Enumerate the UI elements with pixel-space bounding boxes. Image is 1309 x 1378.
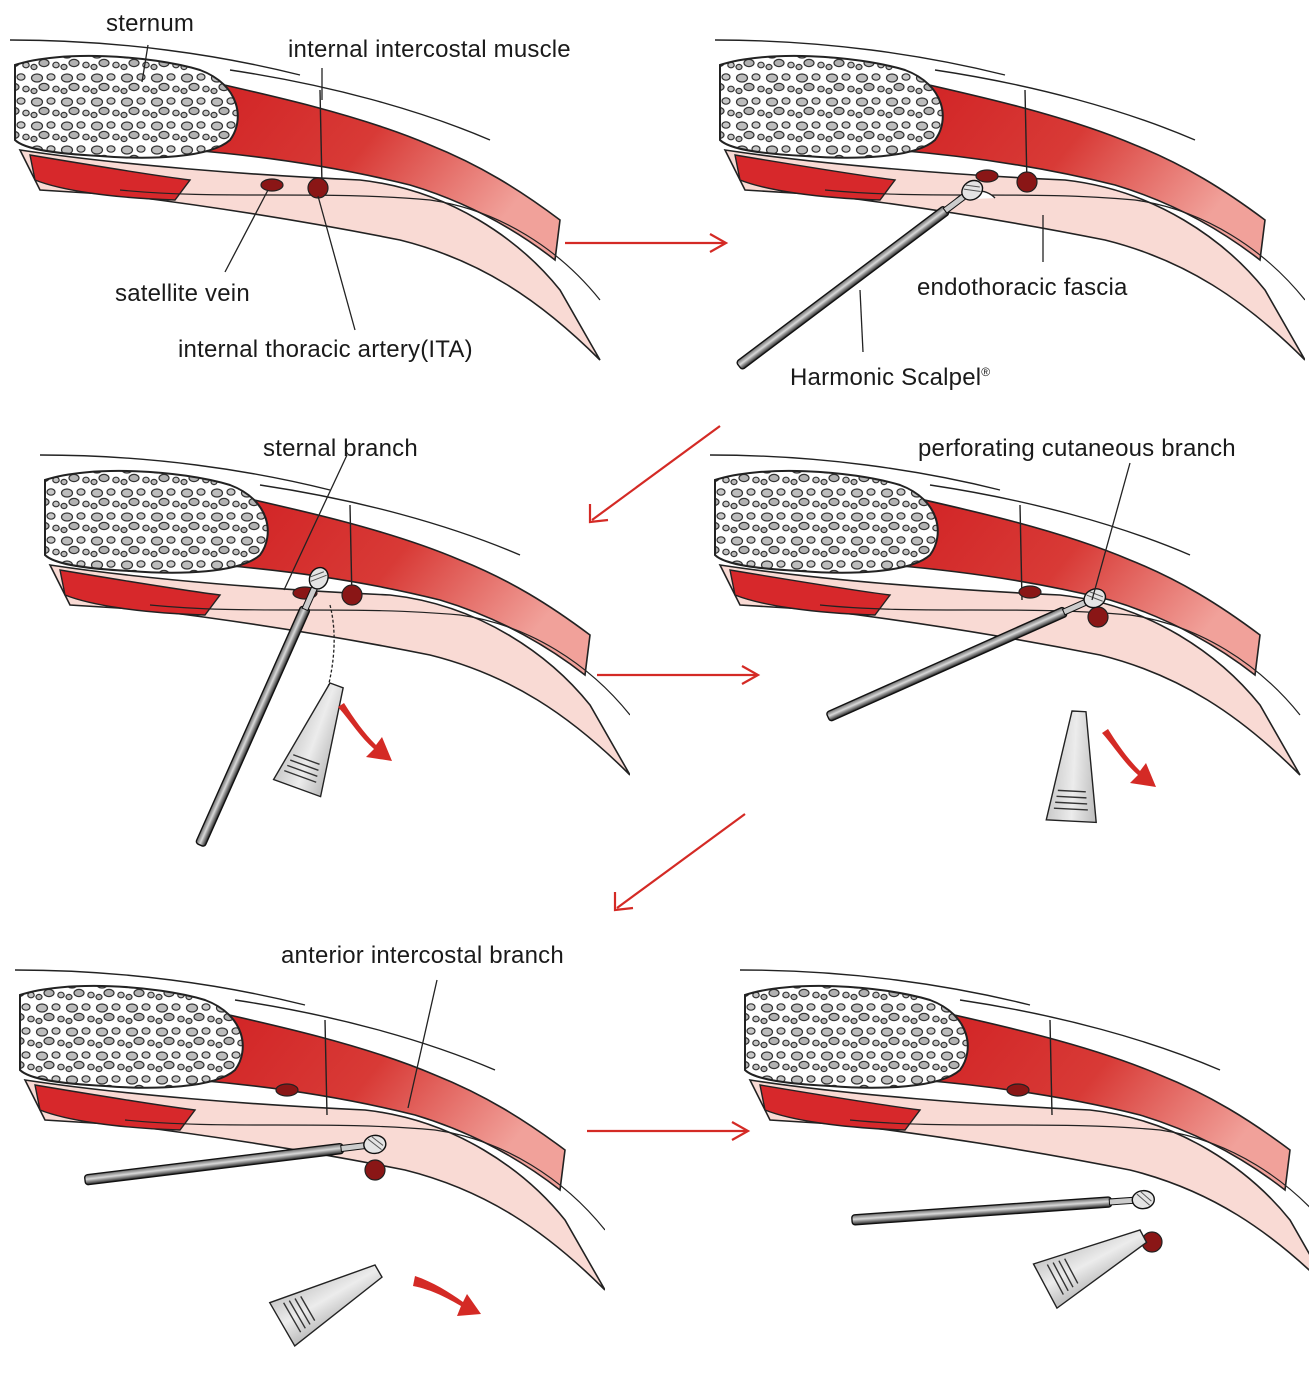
anterior-intercostal-branch-vessel bbox=[365, 1160, 385, 1180]
satellite-vein-marker bbox=[1007, 1084, 1029, 1096]
panel-1-drawing bbox=[0, 0, 640, 440]
endothoracic-fascia-label: endothoracic fascia bbox=[917, 276, 1128, 300]
panel-6-drawing bbox=[730, 930, 1309, 1370]
panel-3: sternal branch bbox=[30, 415, 670, 855]
retractor-icon bbox=[270, 1248, 390, 1346]
satellite-vein-label: satellite vein bbox=[115, 282, 250, 306]
sternal-branch-label: sternal branch bbox=[263, 437, 418, 461]
panel-5: anterior intercostal branch bbox=[5, 930, 645, 1370]
panel-6 bbox=[730, 930, 1309, 1370]
internal-intercostal-muscle-label: internal intercostal muscle bbox=[288, 38, 571, 62]
harmonic-scalpel-label: Harmonic Scalpel® bbox=[790, 366, 990, 390]
satellite-vein-marker bbox=[276, 1084, 298, 1096]
traction-arrow-icon bbox=[338, 703, 392, 761]
panel-3-drawing bbox=[30, 415, 630, 855]
retractor-icon bbox=[274, 676, 359, 796]
harmonic-scalpel-icon bbox=[851, 1190, 1155, 1229]
perforating-cutaneous-branch-label: perforating cutaneous branch bbox=[918, 437, 1236, 461]
ita-marker bbox=[342, 585, 362, 605]
harmonic-scalpel-text: Harmonic Scalpel bbox=[790, 364, 981, 391]
traction-arrow-icon bbox=[413, 1276, 481, 1316]
panel-4-drawing bbox=[700, 415, 1309, 855]
panel-1: sternum internal intercostal muscle sate… bbox=[0, 0, 640, 440]
satellite-vein-marker bbox=[1019, 586, 1041, 598]
panel-5-drawing bbox=[5, 930, 605, 1370]
registered-mark: ® bbox=[981, 365, 990, 379]
satellite-vein-marker bbox=[261, 179, 283, 191]
ita-label: internal thoracic artery(ITA) bbox=[178, 338, 473, 362]
panel-4: perforating cutaneous branch bbox=[700, 415, 1309, 855]
sternum-label: sternum bbox=[106, 12, 194, 36]
ita-marker bbox=[1017, 172, 1037, 192]
retractor-icon bbox=[1046, 710, 1102, 822]
perforating-branch-vessel bbox=[1088, 607, 1108, 627]
arrow-icon bbox=[605, 808, 755, 918]
retractor-icon bbox=[1033, 1212, 1154, 1308]
anterior-intercostal-branch-label: anterior intercostal branch bbox=[281, 944, 564, 968]
satellite-vein-marker bbox=[976, 170, 998, 182]
ita-marker bbox=[308, 178, 328, 198]
traction-arrow-icon bbox=[1102, 729, 1156, 787]
panel-2: endothoracic fascia Harmonic Scalpel® bbox=[705, 0, 1309, 440]
